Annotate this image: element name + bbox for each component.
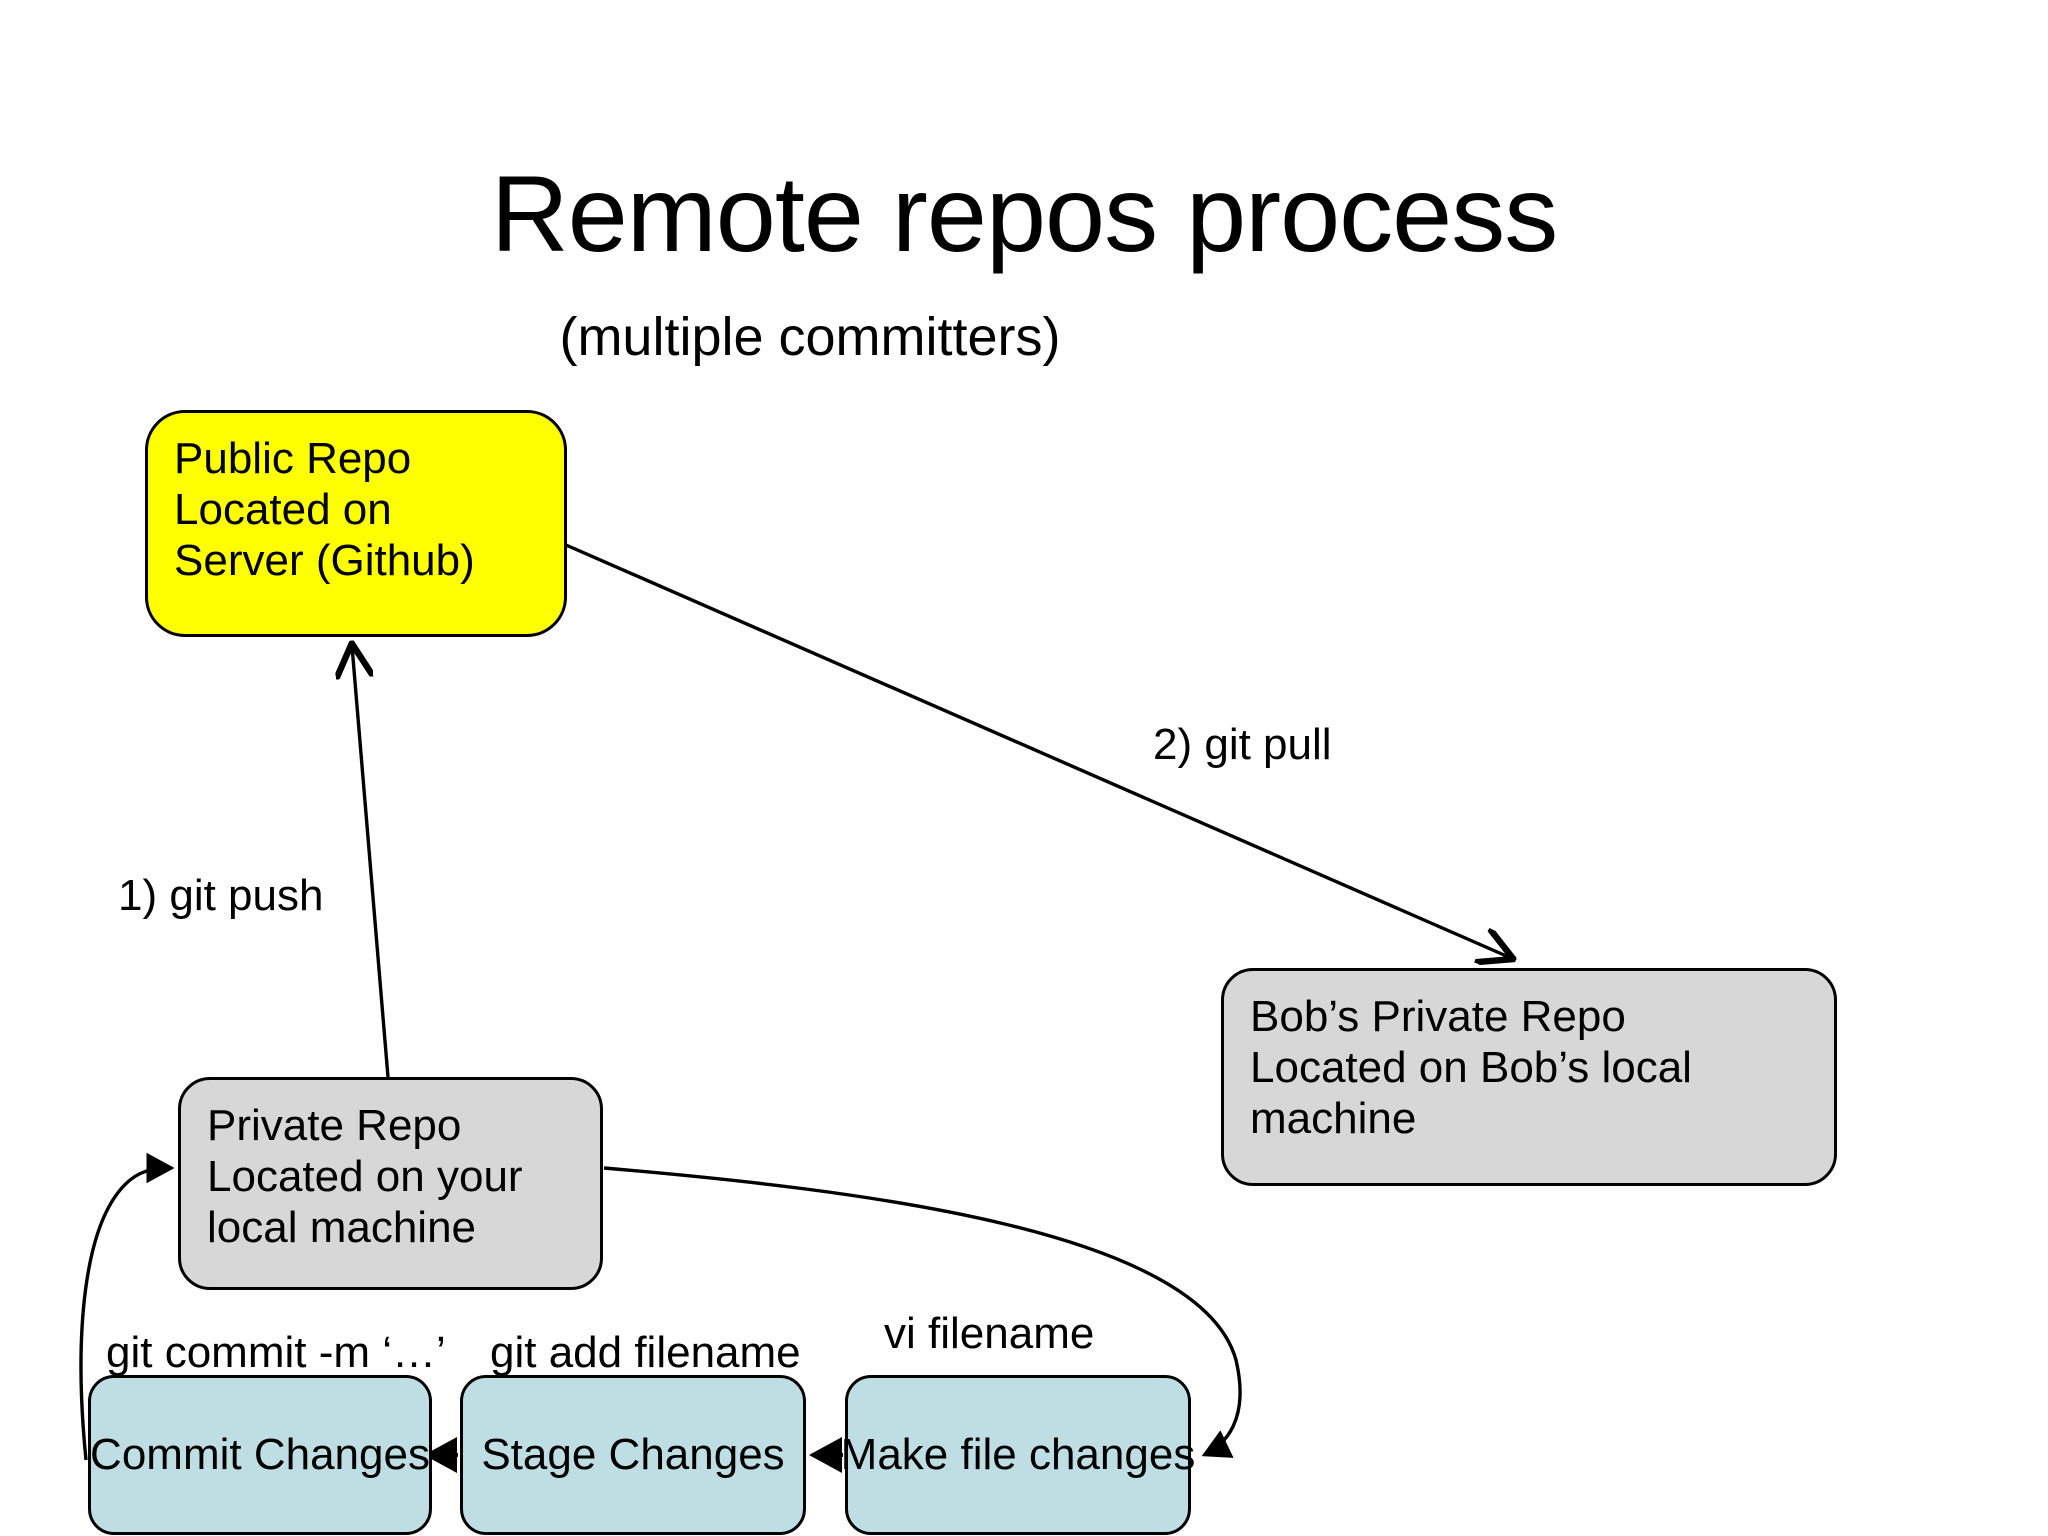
node-public-repo[interactable]: Public Repo Located on Server (Github) [145, 410, 567, 637]
node-make-file-changes[interactable]: Make file changes [841, 1375, 1195, 1535]
page-title: Remote repos process [490, 153, 1559, 274]
page-subtitle: (multiple committers) [559, 307, 1061, 367]
node-bobs-private-repo[interactable]: Bob’s Private Repo Located on Bob’s loca… [1221, 968, 1837, 1186]
edge-label-vi-filename: vi filename [884, 1309, 1095, 1358]
edge-label-git-push: 1) git push [118, 871, 324, 920]
edge-label-git-commit: git commit -m ‘…’ [106, 1328, 446, 1377]
edge-git-pull [565, 543, 1511, 958]
node-stage-changes[interactable]: Stage Changes [460, 1375, 806, 1535]
node-private-repo[interactable]: Private Repo Located on your local machi… [178, 1077, 603, 1290]
edge-label-git-add: git add filename [490, 1328, 801, 1377]
edge-label-git-pull: 2) git pull [1153, 720, 1332, 769]
edge-git-push [352, 646, 390, 1078]
node-commit-changes[interactable]: Commit Changes [88, 1375, 432, 1535]
